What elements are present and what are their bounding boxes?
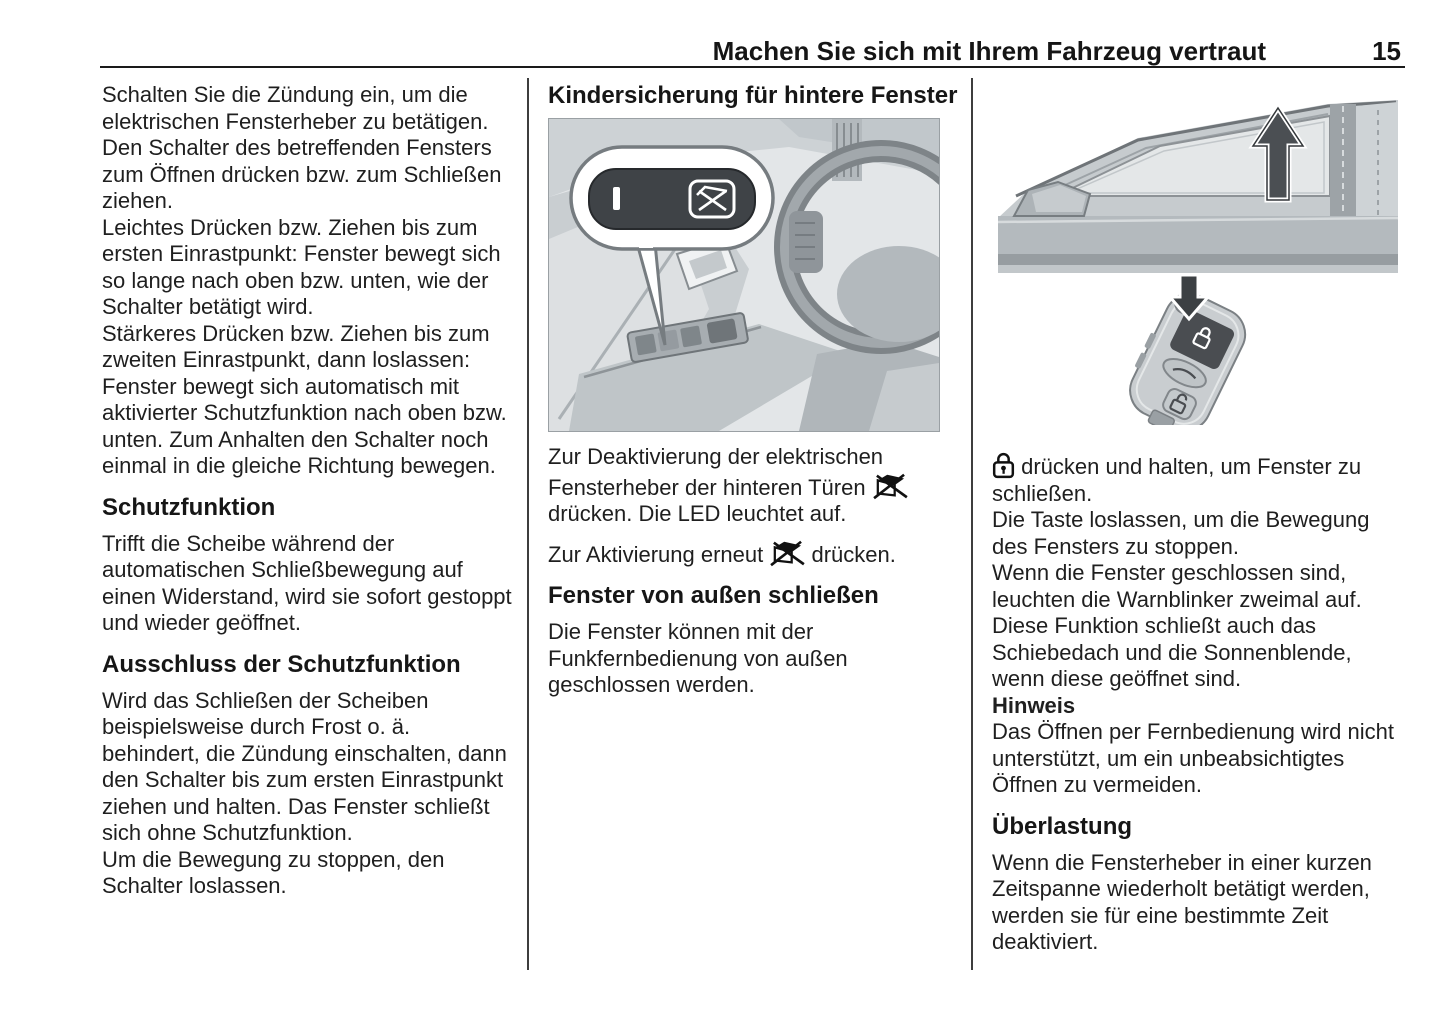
interior-door-switch-illustration	[548, 118, 988, 432]
window-closing-illustration	[997, 90, 1399, 275]
paragraph-ignition: Schalten Sie die Zündung ein, um die ele…	[102, 82, 502, 213]
text-before-icon: Zur Deaktivierung der elektrischen Fenst…	[548, 444, 884, 500]
rear-window-disable-icon	[872, 471, 908, 501]
note-label: Hinweis	[992, 692, 1076, 718]
heading-fenster-aussen: Fenster von außen schließen	[548, 582, 879, 609]
text-after-icon: drücken und halten, um Fenster zu schlie…	[992, 454, 1362, 506]
heading-kindersicherung: Kindersicherung für hintere Fenster	[548, 82, 958, 109]
column-separator-left	[527, 78, 529, 970]
paragraph-ausschluss: Wird das Schließen der Scheiben beispiel…	[102, 687, 507, 846]
down-arrow-icon	[1166, 273, 1212, 322]
lock-button-glyph	[1192, 327, 1211, 350]
trunk-button-glyph	[1172, 368, 1197, 380]
paragraph-schutzfunktion: Trifft die Scheibe während der automatis…	[102, 530, 512, 636]
paragraph-sunroof: Diese Funktion schließt auch das Schiebe…	[992, 613, 1352, 691]
paragraph-activate: Zur Aktivierung erneut drücken.	[548, 538, 946, 569]
paragraph-hazard-flash: Wenn die Fenster geschlossen sind, leuch…	[992, 560, 1362, 612]
paragraph-stop-movement: Um die Bewegung zu stoppen, den Schalter…	[102, 846, 445, 899]
window-illustration-svg	[997, 90, 1399, 275]
heading-ueberlastung: Überlastung	[992, 812, 1133, 840]
interior-illustration-svg	[549, 119, 988, 431]
header-rule	[100, 66, 1405, 68]
right-column: drücken und halten, um Fenster zu schlie…	[992, 82, 1410, 956]
paragraph-light-press: Leichtes Drücken bzw. Ziehen bis zum ers…	[102, 214, 501, 320]
paragraph-remote-close: Die Fenster können mit der Funkfernbedie…	[548, 619, 848, 697]
column-separator-right	[971, 78, 973, 970]
middle-column: Kindersicherung für hintere Fenster	[548, 82, 988, 699]
paragraph-press-hold: drücken und halten, um Fenster zu schlie…	[992, 451, 1410, 507]
page-number: 15	[1372, 36, 1401, 66]
text-after-icon: drücken.	[805, 541, 896, 567]
up-arrow-icon	[1248, 103, 1308, 203]
text-before-icon: Zur Aktivierung erneut	[548, 541, 770, 567]
child-lock-button-illustration	[588, 168, 756, 230]
lock-icon	[992, 451, 1015, 480]
heading-ausschluss: Ausschluss der Schutzfunktion	[102, 650, 461, 678]
left-column: Schalten Sie die Zündung ein, um die ele…	[102, 82, 514, 900]
page-header-title: Machen Sie sich mit Ihrem Fahrzeug vertr…	[712, 36, 1266, 66]
heading-schutzfunktion: Schutzfunktion	[102, 493, 276, 521]
paragraph-release: Die Taste loslassen, um die Bewegung des…	[992, 507, 1370, 559]
paragraph-strong-press: Stärkeres Drücken bzw. Ziehen bis zum zw…	[102, 320, 507, 479]
led-indicator	[613, 187, 620, 210]
text-after-icon: drücken. Die LED leuchtet auf.	[548, 501, 847, 526]
rear-window-disable-icon	[769, 538, 805, 568]
rear-window-disable-glyph	[688, 179, 736, 219]
paragraph-note: Das Öffnen per Fernbedienung wird nicht …	[992, 719, 1394, 797]
paragraph-deactivate: Zur Deaktivierung der elektrischen Fenst…	[548, 444, 946, 528]
unlock-button-glyph	[1169, 393, 1188, 415]
remote-key-svg	[1129, 273, 1247, 433]
remote-key-illustration	[1110, 273, 1290, 433]
paragraph-ueberlastung: Wenn die Fensterheber in einer kurzen Ze…	[992, 849, 1372, 955]
